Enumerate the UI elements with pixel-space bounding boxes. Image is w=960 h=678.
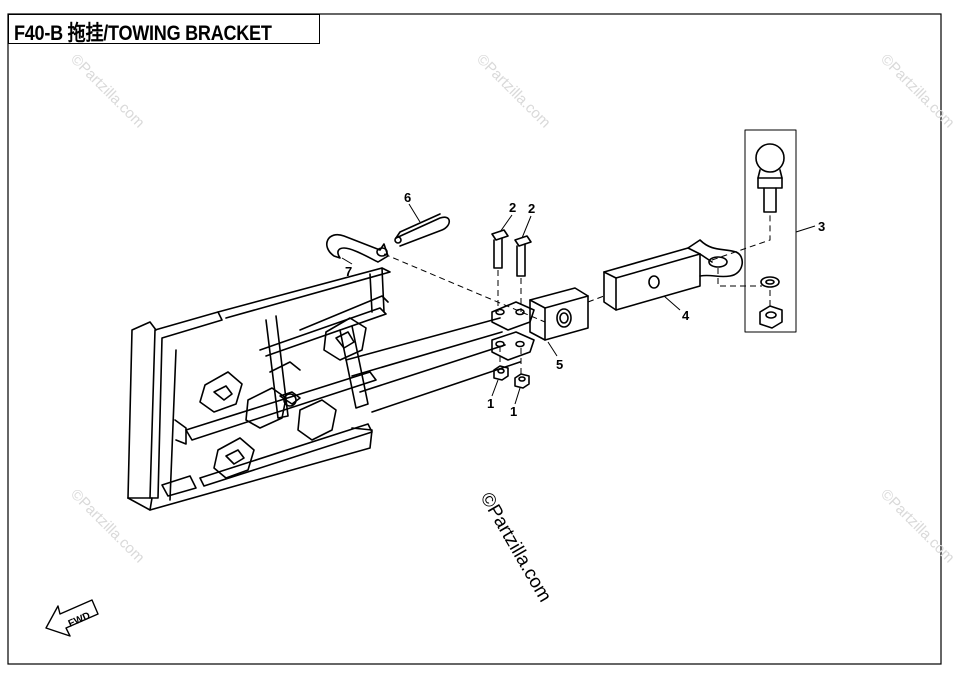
drawbar — [603, 239, 743, 311]
receiver-bracket — [491, 287, 589, 361]
callout-4: 4 — [682, 308, 690, 323]
title-box: F40-B 拖挂/TOWING BRACKET — [8, 14, 320, 45]
hitch-ball — [755, 143, 785, 213]
callout-2-left: 2 — [509, 200, 516, 215]
hairpin-clip — [394, 213, 451, 247]
nut-right — [514, 373, 530, 389]
callout-1-left: 1 — [487, 396, 494, 411]
callout-7: 7 — [345, 264, 352, 279]
fwd-arrow: FWD — [45, 599, 99, 637]
callout-1-right: 1 — [510, 404, 517, 419]
callout-6: 6 — [404, 190, 411, 205]
bolt-right — [514, 235, 532, 277]
callouts: 6 2 2 7 3 4 5 1 1 — [345, 190, 825, 419]
page-title: F40-B 拖挂/TOWING BRACKET — [14, 22, 272, 45]
hitch-pin — [326, 233, 389, 263]
callout-3: 3 — [818, 219, 825, 234]
leader-lines — [341, 203, 816, 405]
callout-2-right: 2 — [528, 201, 535, 216]
assembly-lines — [383, 214, 771, 374]
watermark-top-center: ©Partzilla.com — [473, 51, 554, 132]
item3-group-bracket — [744, 129, 797, 333]
bolt-left — [491, 229, 509, 269]
lock-washer — [760, 276, 780, 288]
vehicle-frame — [127, 267, 521, 511]
diagram-frame — [7, 13, 942, 665]
watermark-top-left: ©Partzilla.com — [67, 51, 148, 132]
hex-nut — [759, 305, 783, 329]
watermark-top-right: ©Partzilla.com — [877, 51, 958, 132]
watermark-center: ©Partzilla.com — [476, 489, 556, 606]
callout-5: 5 — [556, 357, 563, 372]
nut-left — [493, 365, 509, 381]
watermark-bottom-right: ©Partzilla.com — [877, 486, 958, 567]
